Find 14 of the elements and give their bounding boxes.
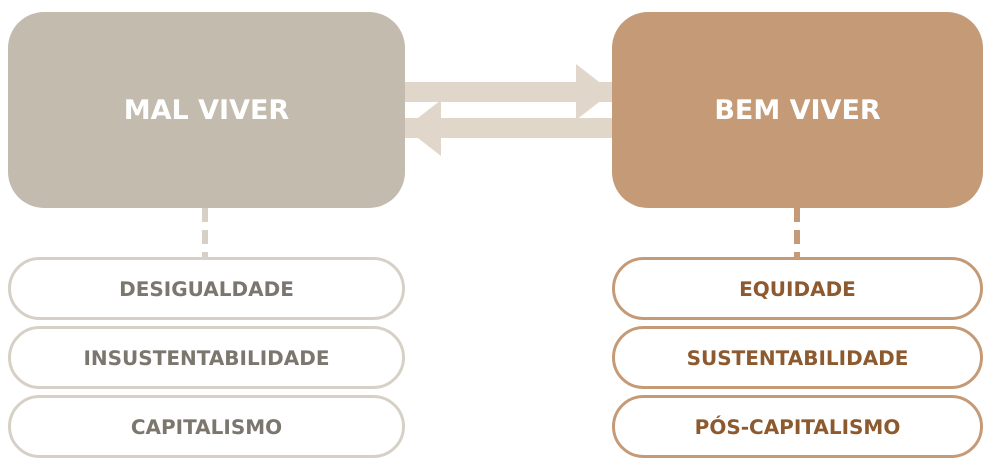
category-box <box>8 12 405 208</box>
category-title: MAL VIVER <box>124 94 290 126</box>
category-title: BEM VIVER <box>714 94 881 126</box>
item-label: EQUIDADE <box>739 276 856 300</box>
item-label: DESIGUALDADE <box>119 276 294 300</box>
dashed-connector <box>202 208 208 257</box>
block-arrow <box>405 100 612 156</box>
item-label: CAPITALISMO <box>130 414 282 438</box>
item-label: PÓS-CAPITALISMO <box>694 414 900 438</box>
dashed-connector <box>794 208 800 257</box>
category-box <box>612 12 983 208</box>
item-label: SUSTENTABILIDADE <box>686 346 908 370</box>
block-arrow <box>405 64 612 120</box>
item-label: INSUSTENTABILIDADE <box>83 346 330 370</box>
